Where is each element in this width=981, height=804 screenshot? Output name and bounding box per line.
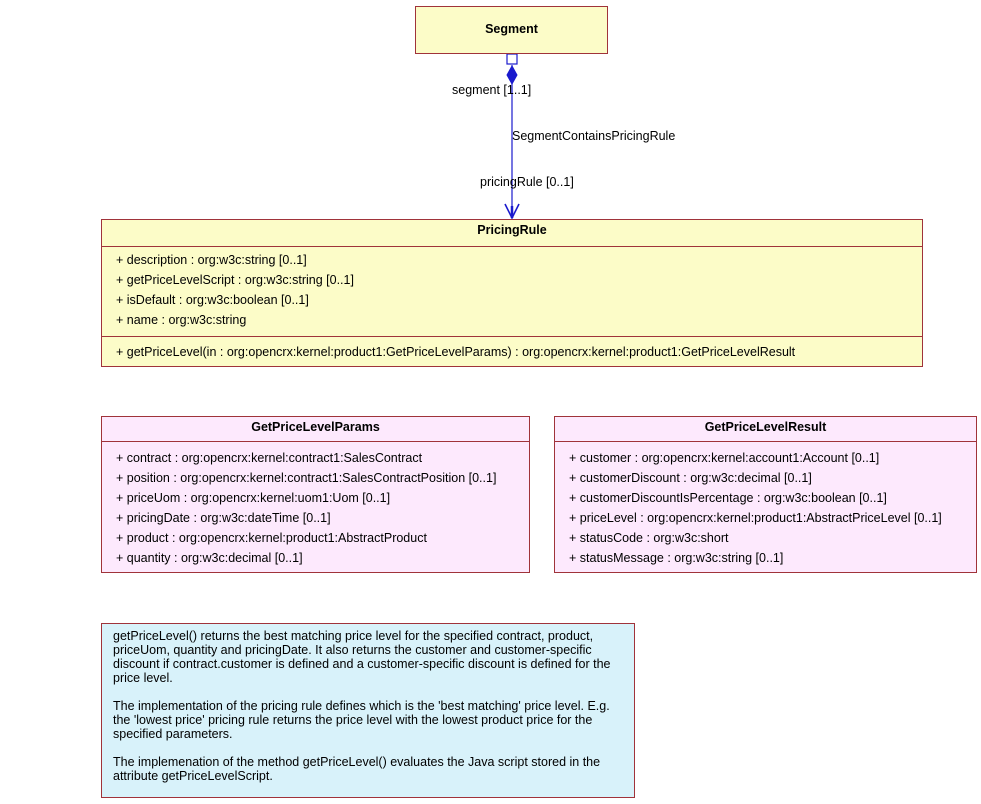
attribute-row: + statusMessage : org:w3c:string [0..1] xyxy=(569,551,784,565)
attribute-row: + description : org:w3c:string [0..1] xyxy=(116,253,307,267)
segment-class-name: Segment xyxy=(485,22,538,36)
pricing-rule-class-name: PricingRule xyxy=(477,223,547,237)
attribute-row: + product : org:opencrx:kernel:product1:… xyxy=(116,531,427,545)
get-price-level-result-class[interactable]: GetPriceLevelResult + customer : org:ope… xyxy=(554,416,977,573)
note-paragraph: The implementation of the pricing rule d… xyxy=(113,699,610,741)
get-price-level-params-class[interactable]: GetPriceLevelParams + contract : org:ope… xyxy=(101,416,530,573)
note-paragraph: getPriceLevel() returns the best matchin… xyxy=(113,629,611,685)
result-class-name: GetPriceLevelResult xyxy=(704,420,827,434)
documentation-note[interactable]: getPriceLevel() returns the best matchin… xyxy=(101,623,635,798)
note-paragraph: The implemenation of the method getPrice… xyxy=(113,755,601,783)
attribute-row: + contract : org:opencrx:kernel:contract… xyxy=(116,451,423,465)
attribute-row: + statusCode : org:w3c:short xyxy=(569,531,729,545)
pricing-rule-class[interactable]: PricingRule + description : org:w3c:stri… xyxy=(101,219,923,367)
pricing-rule-attributes: + description : org:w3c:string [0..1] + … xyxy=(102,246,922,336)
result-attributes: + customer : org:opencrx:kernel:account1… xyxy=(555,441,976,572)
operation-row: + getPriceLevel(in : org:opencrx:kernel:… xyxy=(116,345,796,359)
target-role-label: pricingRule [0..1] xyxy=(480,175,574,189)
attribute-row: + name : org:w3c:string xyxy=(116,313,247,327)
attribute-row: + position : org:opencrx:kernel:contract… xyxy=(116,471,497,485)
attribute-row: + customer : org:opencrx:kernel:account1… xyxy=(569,451,880,465)
attribute-row: + customerDiscountIsPercentage : org:w3c… xyxy=(569,491,887,505)
attribute-row: + isDefault : org:w3c:boolean [0..1] xyxy=(116,293,309,307)
segment-class[interactable]: Segment xyxy=(415,6,608,54)
attribute-row: + priceLevel : org:opencrx:kernel:produc… xyxy=(569,511,942,525)
navigability-square-icon xyxy=(506,53,518,65)
attribute-row: + getPriceLevelScript : org:w3c:string [… xyxy=(116,273,354,287)
attribute-row: + quantity : org:w3c:decimal [0..1] xyxy=(116,551,303,565)
attribute-row: + priceUom : org:opencrx:kernel:uom1:Uom… xyxy=(116,491,391,505)
source-role-label: segment [1..1] xyxy=(452,83,532,97)
params-class-name: GetPriceLevelParams xyxy=(251,420,380,434)
attribute-row: + pricingDate : org:w3c:dateTime [0..1] xyxy=(116,511,331,525)
composition-diamond-icon xyxy=(506,64,518,86)
params-attributes: + contract : org:opencrx:kernel:contract… xyxy=(102,441,529,572)
pricing-rule-operations: + getPriceLevel(in : org:opencrx:kernel:… xyxy=(102,336,922,366)
association-name-label: SegmentContainsPricingRule xyxy=(512,129,676,143)
attribute-row: + customerDiscount : org:w3c:decimal [0.… xyxy=(569,471,812,485)
